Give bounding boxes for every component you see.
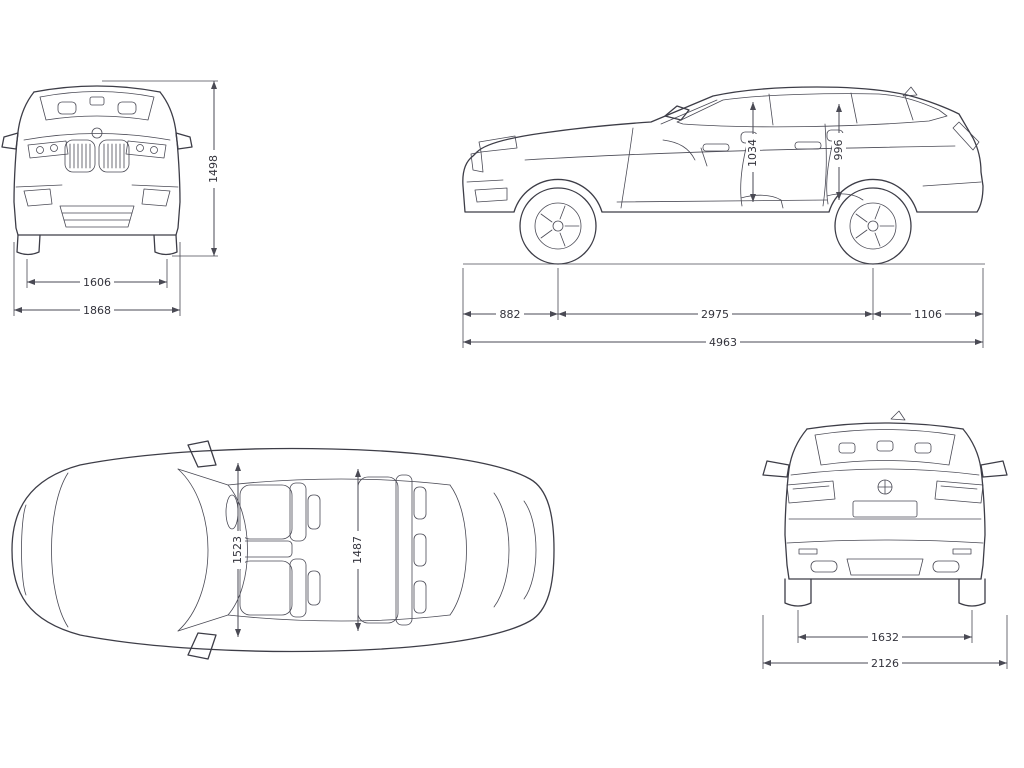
- a-pillars: [177, 468, 229, 632]
- steering-wheel: [225, 494, 239, 530]
- diffuser: [846, 558, 924, 576]
- headrest-left: [57, 101, 77, 115]
- rear-bumper-details: [798, 548, 972, 576]
- bmw-roundel: [91, 127, 103, 139]
- rear-overhang-value: 1106: [914, 308, 942, 321]
- license-plate-recess: [852, 500, 918, 518]
- headrest-right: [117, 101, 137, 115]
- dim-front-headroom: 1034: [746, 102, 760, 202]
- front-wheels: [16, 234, 178, 256]
- side-taillight: [952, 121, 980, 151]
- rear-roundel-and-plate: [852, 479, 918, 518]
- rear-glass-edge: [449, 484, 467, 616]
- rear-end-line: [523, 500, 537, 600]
- exhaust-left: [810, 560, 838, 573]
- overall-length-value: 4963: [709, 336, 737, 349]
- dim-front-track: 1606: [26, 259, 168, 289]
- side-glasshouse: [660, 92, 948, 128]
- dim-overall-height: 1498: [102, 80, 221, 257]
- dim-overall-width: 2126: [762, 615, 1008, 670]
- taillights: [786, 480, 984, 504]
- mirror-bottom: [187, 632, 217, 660]
- side-headlight: [478, 135, 518, 153]
- top-interior: [225, 474, 427, 626]
- hood-cut-line: [51, 472, 69, 628]
- rear-wheel: [834, 187, 912, 265]
- top-view: 1523 1487: [11, 440, 555, 660]
- front-headroom-value: 1034: [746, 139, 759, 167]
- center-console: [237, 540, 293, 558]
- kidney-grille: [64, 127, 130, 173]
- front-width-value: 1868: [83, 304, 111, 317]
- top-body: [11, 440, 555, 660]
- front-side-mirrors: [1, 132, 193, 150]
- front-windshield: [39, 91, 155, 121]
- dim-rear-interior-width: 1487: [351, 469, 365, 631]
- door-handle-rear: [794, 141, 822, 150]
- front-height-value: 1498: [207, 155, 220, 183]
- side-view: 1034 996 882 2975 1106 4963: [462, 86, 985, 349]
- mirror-top: [187, 440, 217, 468]
- front-headlights: [27, 140, 167, 159]
- sill-crease: [616, 199, 828, 203]
- front-overhang-value: 882: [500, 308, 521, 321]
- wheelbase-value: 2975: [701, 308, 729, 321]
- dim-rear-headroom: 996: [832, 104, 846, 200]
- front-wheel: [519, 187, 597, 265]
- dim-body-width: 1868: [13, 242, 181, 317]
- tailgate-line: [493, 492, 510, 608]
- front-track-value: 1606: [83, 276, 111, 289]
- door-handle-front: [702, 143, 730, 152]
- exhaust-right: [932, 560, 960, 573]
- windshield-base: [177, 468, 209, 632]
- tailgate-shoulder-line: [790, 468, 980, 476]
- rear-antenna-fin: [890, 410, 906, 421]
- rear-bumper-line: [922, 181, 982, 187]
- dim-rear-track: 1632: [797, 610, 973, 644]
- rear-view: 1632 2126: [762, 410, 1008, 670]
- rear-window: [814, 429, 956, 466]
- front-view: 1498 1606 1868: [1, 80, 221, 317]
- side-kidney: [470, 151, 484, 173]
- dim-front-interior-width: 1523: [231, 463, 245, 637]
- side-body: [462, 86, 984, 213]
- rear-headroom-value: 996: [832, 140, 845, 161]
- bumper-top-line: [786, 539, 984, 544]
- front-bumper-intake: [466, 179, 508, 203]
- rear-body: [784, 410, 986, 580]
- antenna-fin: [902, 86, 918, 97]
- front-bumper: [15, 184, 179, 228]
- rear-mirrors: [762, 460, 1008, 478]
- rear-interior-width-value: 1487: [351, 536, 364, 564]
- side-dimension-lines: 882 2975 1106 4963: [462, 263, 985, 349]
- character-line: [524, 145, 956, 161]
- overall-width-value: 2126: [871, 657, 899, 670]
- side-mirror: [664, 105, 690, 121]
- roof-rails: [227, 478, 451, 622]
- rear-wheels: [784, 578, 986, 607]
- nose-line: [21, 504, 27, 596]
- rear-track-value: 1632: [871, 631, 899, 644]
- front-interior-width-value: 1523: [231, 536, 244, 564]
- rearview-mirror: [89, 96, 105, 106]
- side-doors: [620, 123, 827, 209]
